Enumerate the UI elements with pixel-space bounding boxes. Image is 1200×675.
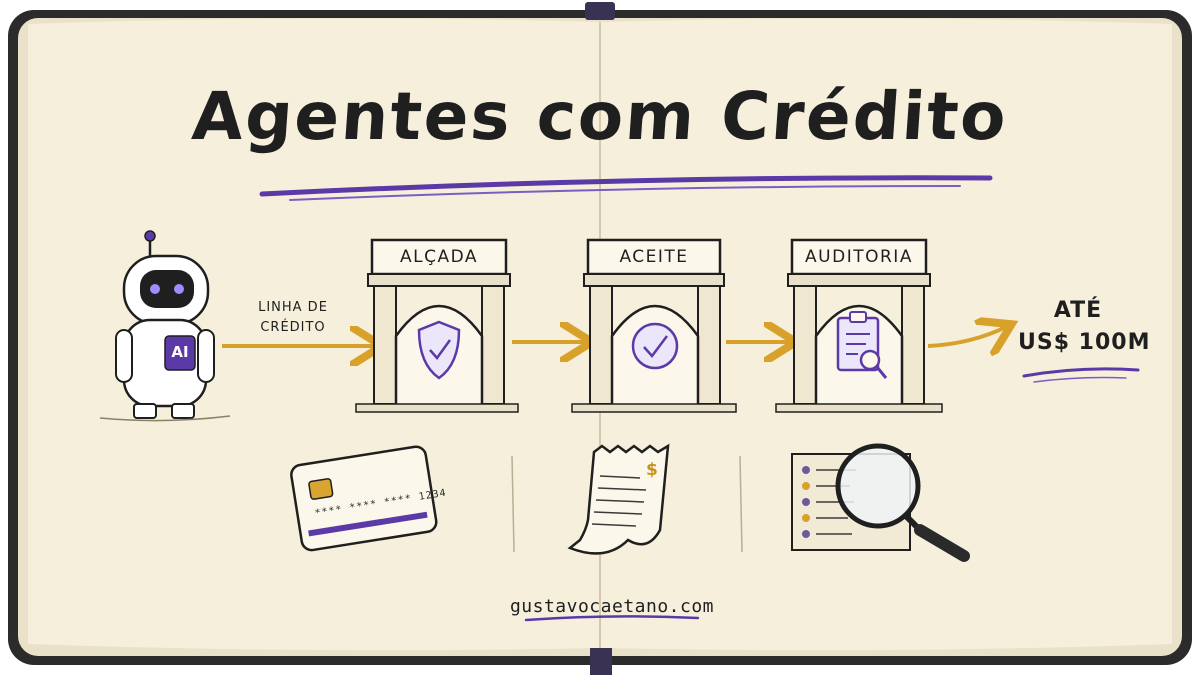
credit-card-icon	[290, 445, 438, 552]
shield-check-icon	[417, 320, 461, 380]
title-underline-2	[289, 185, 961, 201]
limit-label-1: Até	[1053, 298, 1103, 323]
gate-label-1: Alçada	[399, 247, 479, 267]
receipt-dollar-sign: $	[646, 460, 658, 480]
limit-underline-2	[1033, 376, 1127, 383]
divider-1	[511, 455, 515, 553]
title-underline	[259, 175, 993, 197]
magnifier-checklist-icon	[791, 443, 970, 562]
limit-underline	[1022, 367, 1140, 378]
robot-badge-label: AI	[171, 343, 189, 361]
credit-line-label-2: crédito	[260, 320, 326, 335]
arrow-to-limit	[927, 326, 1008, 346]
divider-2	[739, 455, 743, 553]
gate-arch-2	[571, 238, 737, 413]
bookmark-top	[585, 2, 615, 20]
gate-arch-3	[775, 238, 943, 413]
clipboard-search-icon	[836, 311, 888, 379]
limit-label-2: US$ 100M	[1018, 330, 1151, 355]
receipt-icon	[567, 443, 670, 555]
circle-check-icon	[631, 322, 679, 370]
robot-icon	[99, 230, 231, 422]
site-underline	[524, 615, 700, 622]
gate-label-3: Auditoria	[805, 247, 913, 267]
gate-label-2: Aceite	[619, 247, 689, 267]
gate-arch-1	[355, 238, 519, 413]
page-title: Agentes com Crédito	[189, 78, 1011, 155]
left-page	[28, 18, 600, 651]
footer-site: gustavocaetano.com	[509, 596, 715, 617]
bookmark-bottom	[590, 648, 612, 675]
credit-line-label-1: Linha de	[258, 300, 328, 315]
